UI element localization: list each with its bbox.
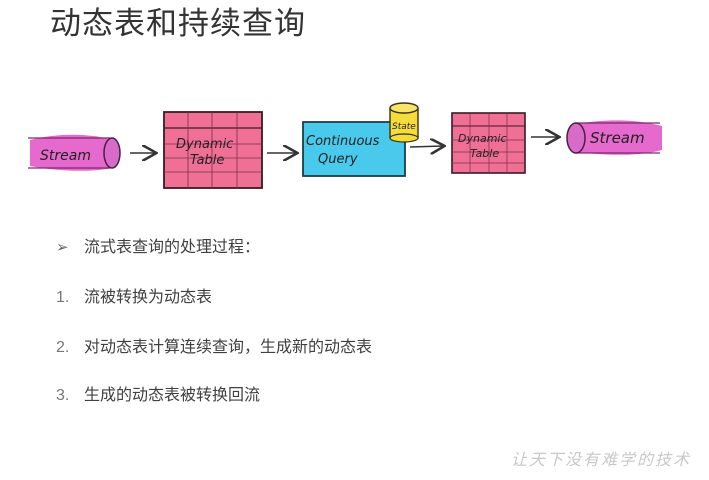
state-icon: State [389, 102, 419, 143]
list-item: 2. 对动态表计算连续查询，生成新的动态表 [56, 336, 372, 359]
continuous-query: Continuous Query [302, 121, 406, 177]
list-item-number: 1. [56, 289, 70, 306]
stream-in-label: Stream [40, 148, 91, 164]
continuous-query-label-1: Continuous [306, 134, 380, 149]
list-item-number: 2. [56, 339, 70, 356]
continuous-query-label-2: Query [318, 152, 358, 167]
dynamic-table-in-label-1: Dynamic [176, 137, 233, 152]
flow-diagram: Stream Dynamic Table Continuous Query St… [28, 102, 662, 189]
stream-out-icon: Stream [566, 120, 662, 155]
dynamic-table-in: Dynamic Table [163, 111, 263, 189]
dynamic-table-out-label-1: Dynamic [458, 132, 507, 145]
list-item-text: 生成的动态表被转换回流 [84, 385, 261, 404]
stream-in-icon: Stream [28, 134, 121, 171]
arrow-bullet-icon: ➢ [56, 238, 69, 256]
list-item-number: 3. [56, 387, 70, 404]
list-intro: ➢ 流式表查询的处理过程： [56, 236, 260, 258]
list-item: 1. 流被转换为动态表 [56, 286, 212, 309]
arrow-3 [409, 146, 443, 147]
dynamic-table-in-label-2: Table [190, 153, 224, 168]
list-item: 3. 生成的动态表被转换回流 [56, 384, 260, 407]
stream-out-label: Stream [590, 129, 645, 147]
slide-title: 动态表和持续查询 [50, 6, 306, 42]
dynamic-table-out-label-2: Table [470, 147, 499, 160]
state-label: State [392, 122, 416, 132]
dynamic-table-out: Dynamic Table [451, 112, 526, 174]
list-item-text: 流被转换为动态表 [84, 287, 213, 306]
watermark: 让天下没有难学的技术 [510, 450, 691, 469]
list-item-text: 对动态表计算连续查询，生成新的动态表 [84, 337, 373, 356]
list-intro-text: 流式表查询的处理过程： [84, 237, 261, 256]
